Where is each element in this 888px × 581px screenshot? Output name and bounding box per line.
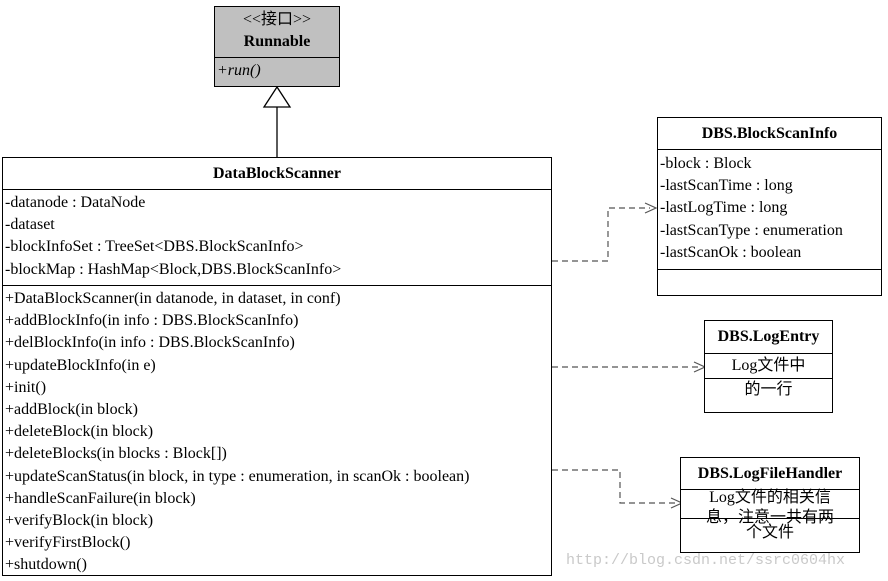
- method-row: +DataBlockScanner(in datanode, in datase…: [5, 290, 341, 307]
- datablockscanner-class-box: DataBlockScanner -datanode : DataNode -d…: [2, 157, 552, 576]
- logentry-class-box: DBS.LogEntry Log文件中 的一行: [704, 320, 833, 413]
- dependency-scaninfo-line: [552, 207, 650, 262]
- runnable-method: +run(): [217, 62, 261, 79]
- datablockscanner-attributes: -datanode : DataNode -dataset -blockInfo…: [3, 190, 551, 286]
- logfilehandler-name: DBS.LogFileHandler: [697, 464, 843, 482]
- attribute-row: -blockInfoSet : TreeSet<DBS.BlockScanInf…: [5, 238, 304, 256]
- method-row: +addBlock(in block): [5, 401, 138, 419]
- method-row: +handleScanFailure(in block): [5, 489, 196, 507]
- logfilehandler-note-line: Log文件的相关信: [709, 489, 831, 506]
- watermark: http://blog.csdn.net/ssrc0604hx: [566, 552, 846, 569]
- logfilehandler-note: Log文件的相关信 息，注意一共有两: [681, 489, 859, 526]
- method-row: +init(): [5, 378, 47, 396]
- realization-arrowhead: [262, 85, 292, 108]
- attribute-row: -blockMap : HashMap<Block,DBS.BlockScanI…: [5, 260, 342, 278]
- logentry-note-line: 的一行: [744, 381, 793, 398]
- attribute-row: -lastScanOk : boolean: [660, 243, 802, 261]
- attribute-row: -datanode : DataNode: [5, 194, 146, 211]
- logfilehandler-class-box: DBS.LogFileHandler Log文件的相关信 息，注意一共有两 个文…: [680, 457, 860, 553]
- datablockscanner-name: DataBlockScanner: [213, 164, 341, 182]
- runnable-stereotype: <<接口>>: [242, 11, 312, 28]
- method-row: +verifyBlock(in block): [5, 512, 154, 530]
- blockscaninfo-name: DBS.BlockScanInfo: [701, 124, 838, 142]
- attribute-row: -block : Block: [660, 155, 752, 172]
- method-row: +updateScanStatus(in block, in type : en…: [5, 467, 470, 485]
- method-row: +updateBlockInfo(in e): [5, 356, 156, 374]
- runnable-interface-box: <<接口>> Runnable +run(): [214, 6, 340, 87]
- dependency-scaninfo-arrowhead: [644, 202, 658, 214]
- attribute-row: -lastScanTime : long: [660, 177, 793, 195]
- runnable-name: Runnable: [243, 33, 311, 50]
- logfilehandler-note-line: 息，注意一共有两: [705, 509, 834, 526]
- attribute-row: -dataset: [5, 216, 55, 234]
- method-row: +addBlockInfo(in info : DBS.BlockScanInf…: [5, 312, 299, 330]
- logentry-name: DBS.LogEntry: [717, 328, 820, 345]
- method-row: +shutdown(): [5, 556, 87, 574]
- method-row: +deleteBlock(in block): [5, 423, 154, 441]
- logentry-note: Log文件中: [705, 354, 832, 379]
- datablockscanner-methods: +DataBlockScanner(in datanode, in datase…: [3, 286, 551, 577]
- logentry-note-line: Log文件中: [731, 356, 806, 374]
- attribute-row: -lastScanType : enumeration: [660, 221, 843, 239]
- method-row: +delBlockInfo(in info : DBS.BlockScanInf…: [5, 334, 295, 352]
- blockscaninfo-attributes: -block : Block -lastScanTime : long -las…: [658, 150, 881, 270]
- dependency-logfilehandler-line: [552, 469, 676, 504]
- blockscaninfo-class-box: DBS.BlockScanInfo -block : Block -lastSc…: [657, 117, 882, 296]
- method-row: +verifyFirstBlock(): [5, 534, 131, 552]
- logfilehandler-note-line: 个文件: [745, 524, 794, 541]
- blockscaninfo-methods: [658, 270, 881, 294]
- method-row: +deleteBlocks(in blocks : Block[]): [5, 445, 227, 463]
- attribute-row: -lastLogTime : long: [660, 199, 788, 217]
